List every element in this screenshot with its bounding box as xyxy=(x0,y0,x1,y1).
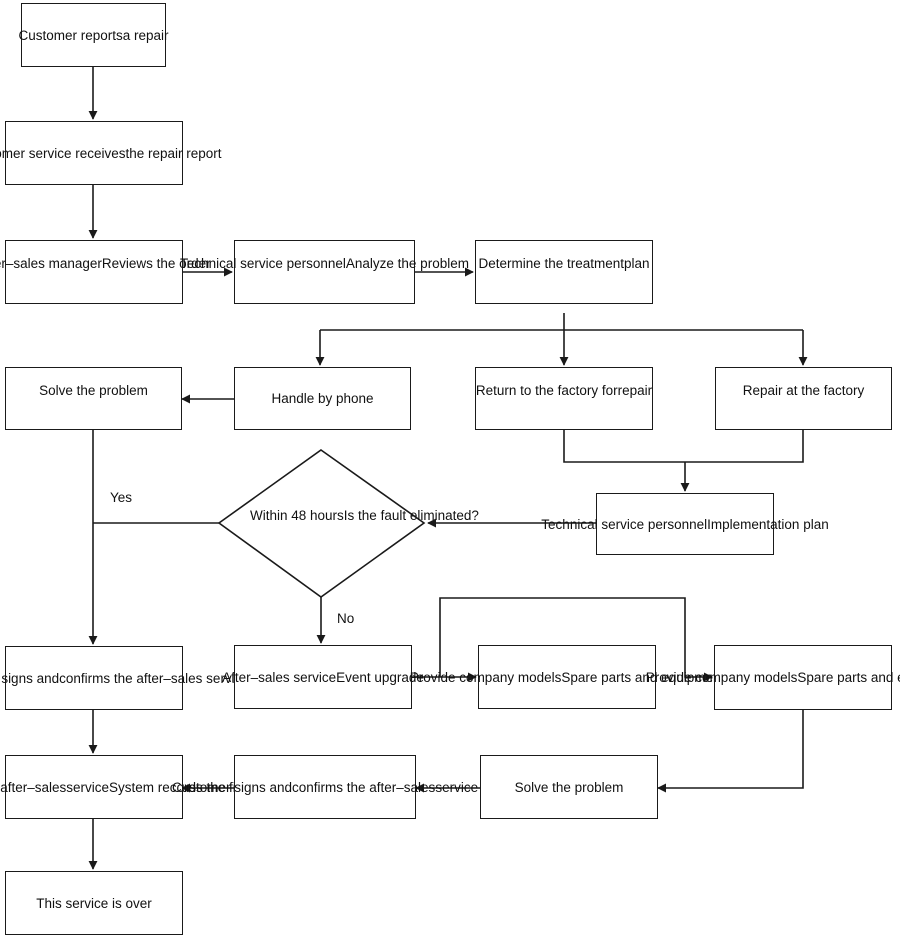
node-text-line: Technical service personnel xyxy=(180,256,346,271)
node-repair-factory: Repair at the factory xyxy=(715,367,892,430)
node-text-line: Event upgrade xyxy=(336,669,424,685)
label-no: No xyxy=(337,611,355,626)
node-text-line: Return to the factory for xyxy=(475,383,618,398)
node-text-line: Provide company models xyxy=(645,670,798,685)
node-text-line: service xyxy=(435,779,479,795)
node-text-line: Customer signs and xyxy=(171,779,292,795)
edge-determine-split xyxy=(320,313,803,331)
node-text-line: the repair report xyxy=(125,145,222,161)
decision-diamond xyxy=(217,449,426,598)
node-text-line: Enter the after–sales xyxy=(0,779,67,795)
node-text-line: Customer signs and xyxy=(0,670,60,686)
node-text-line: plan xyxy=(624,256,650,271)
edge-provide2-to-solve2 xyxy=(657,710,804,793)
node-text-line: After–sales manager xyxy=(0,256,102,271)
node-service-over: This service is over xyxy=(5,871,183,935)
node-text-line: Repair at the factory xyxy=(742,383,865,398)
label-yes: Yes xyxy=(110,490,133,505)
node-solve-problem-1: Solve the problem xyxy=(5,367,182,430)
node-text-line: After–sales service xyxy=(222,669,337,685)
node-text-line: Implementation plan xyxy=(707,516,829,532)
node-text-line: confirms the after–sales xyxy=(292,779,436,795)
node-text-line: Within 48 hours xyxy=(250,508,344,523)
node-text-line: Spare parts and equipment xyxy=(561,669,725,685)
node-text-line: Solve the problem xyxy=(514,779,624,795)
node-text-line: service xyxy=(66,779,110,795)
node-text-line: Solve the problem xyxy=(39,383,148,398)
edge-upgrade-to-provide2 xyxy=(439,597,713,682)
node-solve-problem-2: Solve the problem xyxy=(480,755,658,819)
edge-return-join xyxy=(563,430,804,463)
node-text-line: confirms the after xyxy=(59,670,164,686)
decision-label: Within 48 hoursIs the fault eliminated? xyxy=(250,507,479,524)
node-text-line: –sales service xyxy=(163,670,249,686)
node-text-line: Provide company models xyxy=(409,669,562,685)
node-text-line: Handle by phone xyxy=(271,391,374,406)
node-text-line: Customer reports xyxy=(18,27,123,43)
node-text-line: Reviews the order xyxy=(101,256,211,271)
node-text-line: This service is over xyxy=(36,895,152,911)
node-text-line: Spare parts and equipment xyxy=(797,670,900,685)
node-text-line: repair xyxy=(617,383,653,398)
node-handle-phone: Handle by phone xyxy=(234,367,411,430)
node-text-line: Determine the treatment xyxy=(478,256,625,271)
node-text-line: a repair xyxy=(122,27,169,43)
node-text-line: Technical service personnel xyxy=(541,516,708,532)
node-text-line: Customer service receives xyxy=(0,145,126,161)
node-text-line: Is the fault eliminated? xyxy=(343,508,479,523)
node-text-line: Analyze the problem xyxy=(345,256,469,271)
node-text-line: System records the file xyxy=(109,779,247,795)
